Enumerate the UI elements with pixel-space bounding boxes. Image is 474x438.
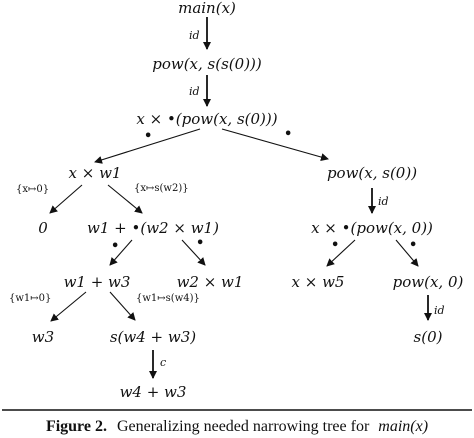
caption-math: main(x) bbox=[378, 418, 428, 435]
node-x-w5: x × w5 bbox=[292, 273, 345, 291]
edge-x-bullet-pow0-to-x-w5 bbox=[326, 239, 356, 267]
edge-label-x-bullet-pow-to-pow-s0: • bbox=[284, 127, 292, 142]
edge-label-w1-plus-w3-to-s-w4-w3: {w1↦s(w4)} bbox=[136, 293, 200, 304]
edge-label-main-to-pow: id bbox=[189, 29, 200, 42]
edge-x-w1-to-zero bbox=[49, 184, 83, 214]
node-pow-x-z: pow(x, 0) bbox=[393, 273, 464, 291]
edge-label-pow-to-x-bullet-pow: id bbox=[189, 85, 200, 98]
node-w2-x-w1: w2 × w1 bbox=[177, 273, 244, 291]
node-w3: w3 bbox=[32, 328, 54, 346]
edge-x-bullet-pow-to-x-w1 bbox=[94, 128, 201, 164]
edge-label-s-w4-w3-to-w4-w3: c bbox=[160, 356, 166, 369]
caption-text: Generalizing needed narrowing tree for bbox=[117, 418, 370, 435]
edge-label-pow-0-to-s0: id bbox=[434, 304, 445, 317]
edge-label-x-w1-to-w1-plus-bullet: {x↦s(w2)} bbox=[134, 183, 189, 194]
edge-label-w1-plus-bullet-to-w2-x-w1: • bbox=[196, 236, 204, 251]
caption-figure-label: Figure 2. bbox=[46, 418, 107, 435]
edge-w1-plus-w3-to-w3 bbox=[50, 291, 87, 322]
edge-label-w1-plus-w3-to-w3: {w1↦0} bbox=[9, 293, 51, 304]
edge-label-x-w1-to-zero: {x↦0} bbox=[16, 184, 49, 195]
edge-label-x-bullet-pow0-to-pow-0: • bbox=[409, 238, 417, 253]
edge-w1-plus-bullet-to-w2-x-w1 bbox=[181, 239, 206, 266]
edge-w1-plus-bullet-to-w1-plus-w3 bbox=[109, 239, 133, 266]
edge-w1-plus-w3-to-s-w4-w3 bbox=[109, 291, 136, 321]
edge-x-w1-to-w1-plus-bullet bbox=[107, 184, 143, 214]
edge-label-pow-s0-to-x-bullet-pow0: id bbox=[378, 195, 389, 208]
node-s-w4-plus-w3: s(w4 + w3) bbox=[110, 328, 196, 346]
node-w1-plus-w3: w1 + w3 bbox=[64, 273, 131, 291]
node-s-zero: s(0) bbox=[414, 328, 443, 346]
node-zero: 0 bbox=[38, 219, 48, 237]
node-w1-plus-bullet: w1 + •(w2 × w1) bbox=[87, 219, 219, 237]
edge-x-bullet-pow-to-pow-s0 bbox=[221, 128, 329, 161]
node-pow-x-ssz: pow(x, s(s(0))) bbox=[152, 55, 262, 73]
edge-x-bullet-pow0-to-pow-0 bbox=[395, 239, 419, 267]
edge-label-x-bullet-pow0-to-x-w5: • bbox=[331, 238, 339, 253]
edge-label-x-bullet-pow-to-x-w1: • bbox=[144, 129, 152, 144]
node-x-w1: x × w1 bbox=[69, 164, 122, 182]
edge-label-w1-plus-bullet-to-w1-plus-w3: • bbox=[111, 239, 119, 254]
figure-caption: Figure 2. Generalizing needed narrowing … bbox=[46, 418, 428, 435]
node-x-bullet-pow-sz: x × •(pow(x, s(0))) bbox=[136, 110, 277, 128]
node-pow-x-sz: pow(x, s(0)) bbox=[327, 164, 417, 182]
node-x-bullet-pow-z: x × •(pow(x, 0)) bbox=[311, 219, 433, 237]
node-main: main(x) bbox=[178, 0, 236, 17]
node-w4-plus-w3: w4 + w3 bbox=[120, 383, 187, 401]
